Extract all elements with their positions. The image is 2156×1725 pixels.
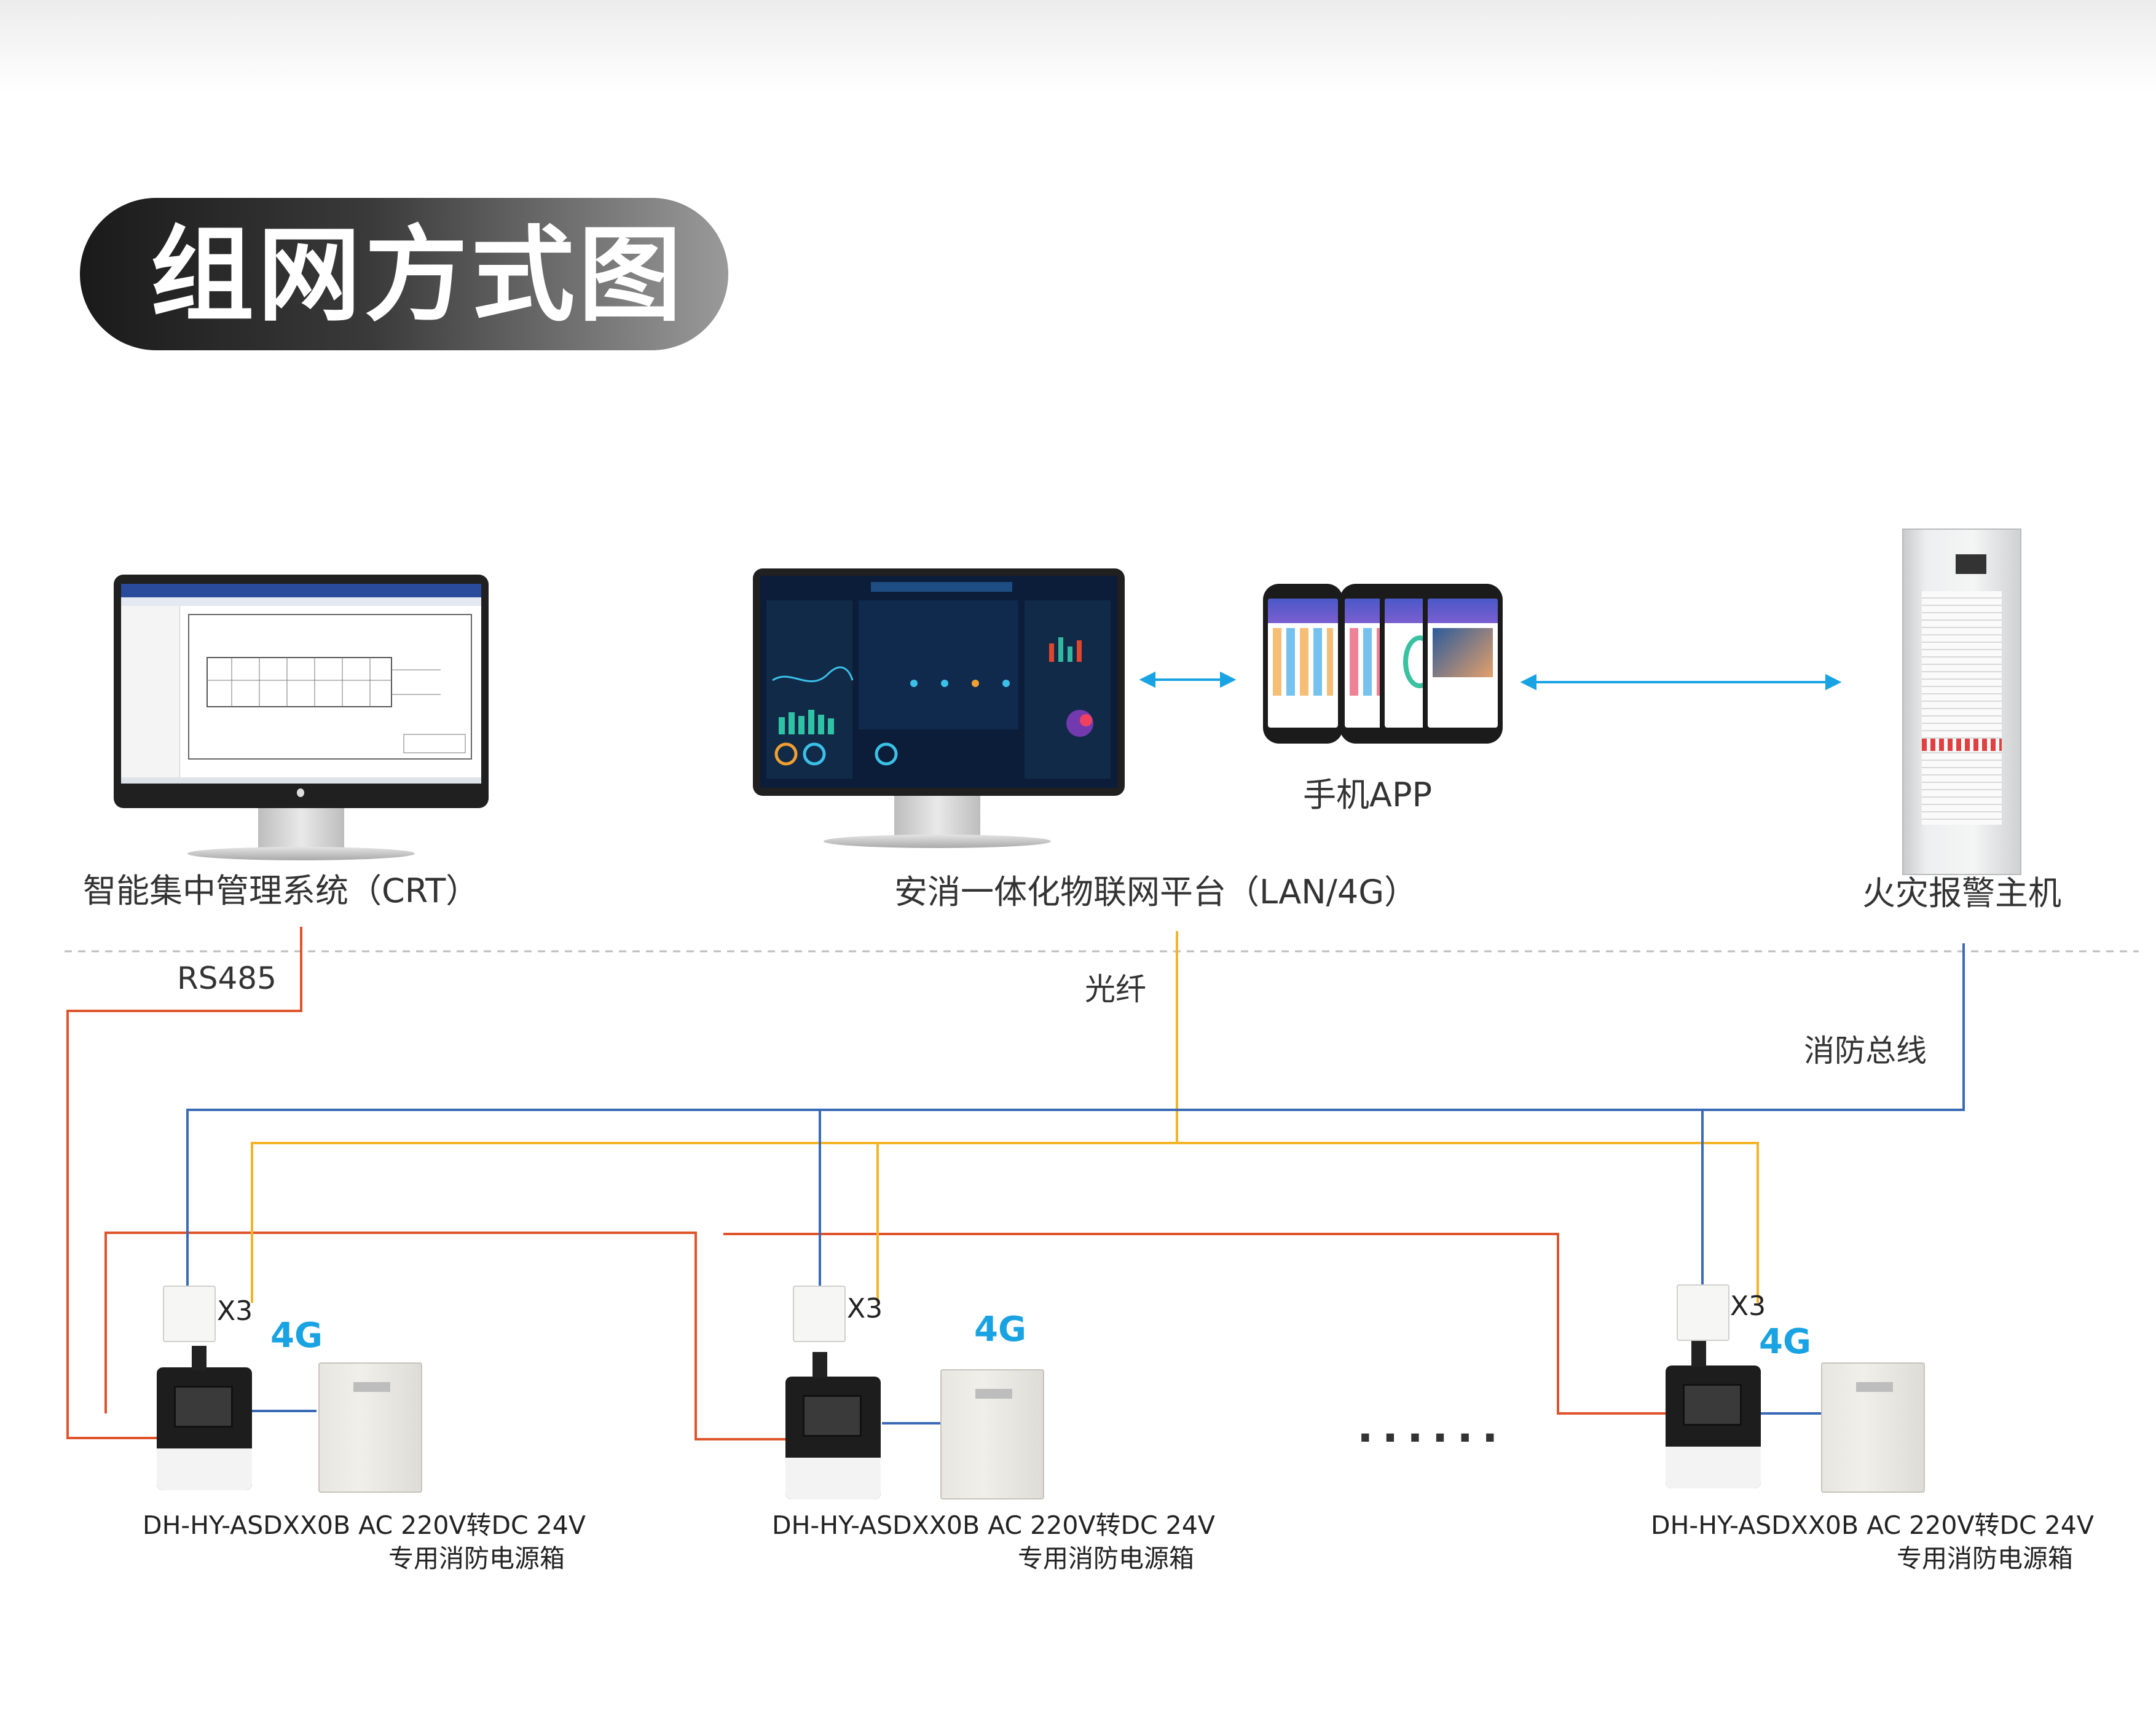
top-fade — [0, 0, 2156, 92]
fire-alarm-cabinet-icon — [1902, 529, 2021, 875]
unit1-model: DH-HY-ASDXX0B AC 220V转DC 24V — [143, 1511, 586, 1540]
power-box-icon — [318, 1362, 422, 1493]
rs485-label: RS485 — [177, 961, 277, 996]
crt-stand — [258, 808, 344, 851]
platform-stand — [894, 796, 980, 839]
unit3-desc: 专用消防电源箱 — [1897, 1544, 2073, 1573]
sensor-module-icon-3 — [1677, 1284, 1729, 1341]
phone-icon-4 — [1423, 584, 1503, 744]
more-units-ellipsis: ...... — [1357, 1402, 1507, 1452]
unit3-multiplier: X3 — [1730, 1291, 1766, 1322]
unit3-network: 4G — [1759, 1322, 1811, 1362]
unit2-network: 4G — [974, 1310, 1026, 1350]
crt-screen — [121, 584, 481, 784]
page-title: 组网方式图 — [151, 215, 685, 336]
sensor-module-icon — [163, 1286, 216, 1342]
apple-logo-icon — [297, 788, 304, 797]
unit1-desc: 专用消防电源箱 — [388, 1544, 565, 1573]
platform-dashboard — [760, 576, 1117, 788]
unit3-model: DH-HY-ASDXX0B AC 220V转DC 24V — [1651, 1511, 2094, 1540]
rs485-lines — [66, 927, 1666, 1440]
phone-icon — [1263, 584, 1343, 744]
fiber-lines — [251, 931, 1759, 1303]
crt-label: 智能集中管理系统（CRT） — [83, 871, 479, 910]
sensor-module-icon-2 — [793, 1286, 846, 1342]
platform-base — [824, 835, 1051, 848]
title-banner — [80, 198, 728, 350]
unit2-desc: 专用消防电源箱 — [1018, 1544, 1194, 1573]
monitoring-device-icon-2 — [785, 1377, 881, 1499]
fire-bus-lines — [186, 943, 1965, 1424]
unit1-network: 4G — [270, 1316, 323, 1356]
unit2-model: DH-HY-ASDXX0B AC 220V转DC 24V — [772, 1511, 1215, 1540]
app-label: 手机APP — [1303, 776, 1433, 814]
device-cable-3 — [1691, 1341, 1706, 1367]
monitoring-device-icon-3 — [1666, 1365, 1761, 1488]
crt-base — [187, 847, 415, 860]
platform-label: 安消一体化物联网平台（LAN/4G） — [894, 873, 1418, 911]
unit2-multiplier: X3 — [847, 1293, 883, 1324]
power-box-icon-3 — [1821, 1362, 1925, 1493]
monitoring-device-icon — [157, 1367, 252, 1490]
device-cable — [192, 1346, 207, 1370]
wireless-arrows — [1139, 671, 1842, 691]
unit1-multiplier: X3 — [217, 1295, 253, 1327]
power-box-icon-2 — [940, 1369, 1044, 1499]
fire-host-label: 火灾报警主机 — [1862, 874, 2061, 913]
device-cable-2 — [812, 1352, 827, 1378]
fiber-label: 光纤 — [1085, 972, 1146, 1007]
fire-bus-label: 消防总线 — [1804, 1033, 1927, 1069]
